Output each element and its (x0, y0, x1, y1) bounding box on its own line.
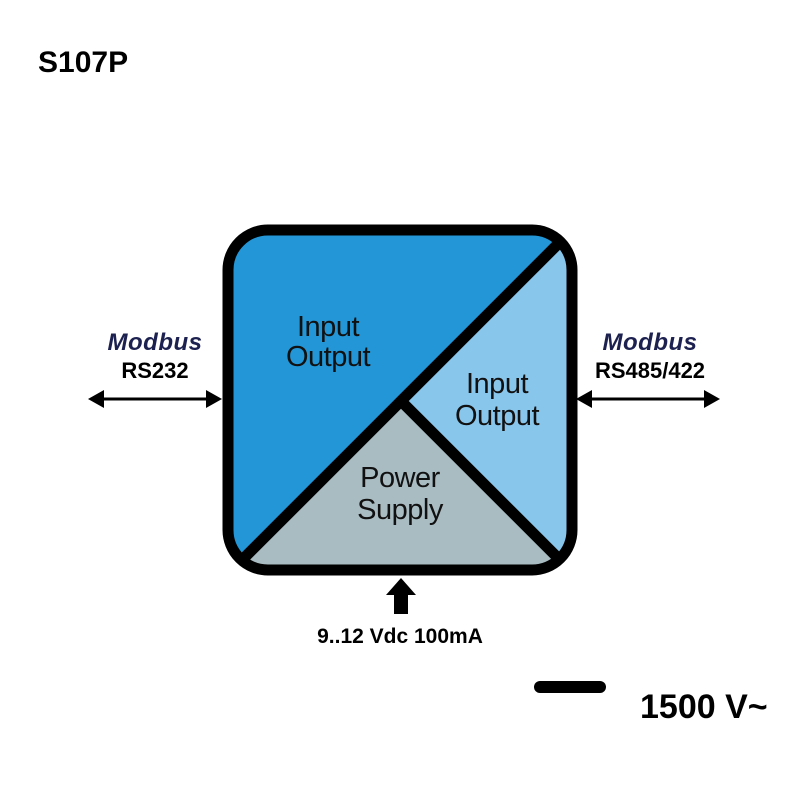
power-divider (400, 400, 560, 560)
right-modbus-logo: Modbus (603, 329, 698, 356)
right-bidirectional-arrow (576, 390, 720, 408)
right-io-label-line1: Input (466, 368, 528, 400)
power-supply-section (228, 404, 572, 570)
left-interface-label: RS232 (121, 358, 188, 383)
left-io-label-line2: Output (286, 341, 370, 373)
isolation-bar (534, 681, 606, 693)
left-modbus-logo: Modbus (108, 329, 203, 356)
power-supply-label-line2: Supply (357, 494, 444, 526)
right-io-section (404, 244, 572, 570)
main-block (228, 230, 572, 570)
right-interface-label: RS485/422 (595, 358, 705, 383)
power-supply-label-line1: Power (360, 462, 441, 494)
power-spec-label: 9..12 Vdc 100mA (317, 625, 483, 648)
right-io-label-line2: Output (455, 400, 539, 432)
diagonal-divider (240, 236, 566, 562)
power-input-arrow (386, 578, 416, 614)
left-bidirectional-arrow (88, 390, 222, 408)
left-io-label-line1: Input (297, 311, 359, 343)
device-title: S107P (38, 46, 128, 79)
block-border (222, 224, 578, 576)
isolation-voltage-label: 1500 V~ (640, 688, 768, 726)
